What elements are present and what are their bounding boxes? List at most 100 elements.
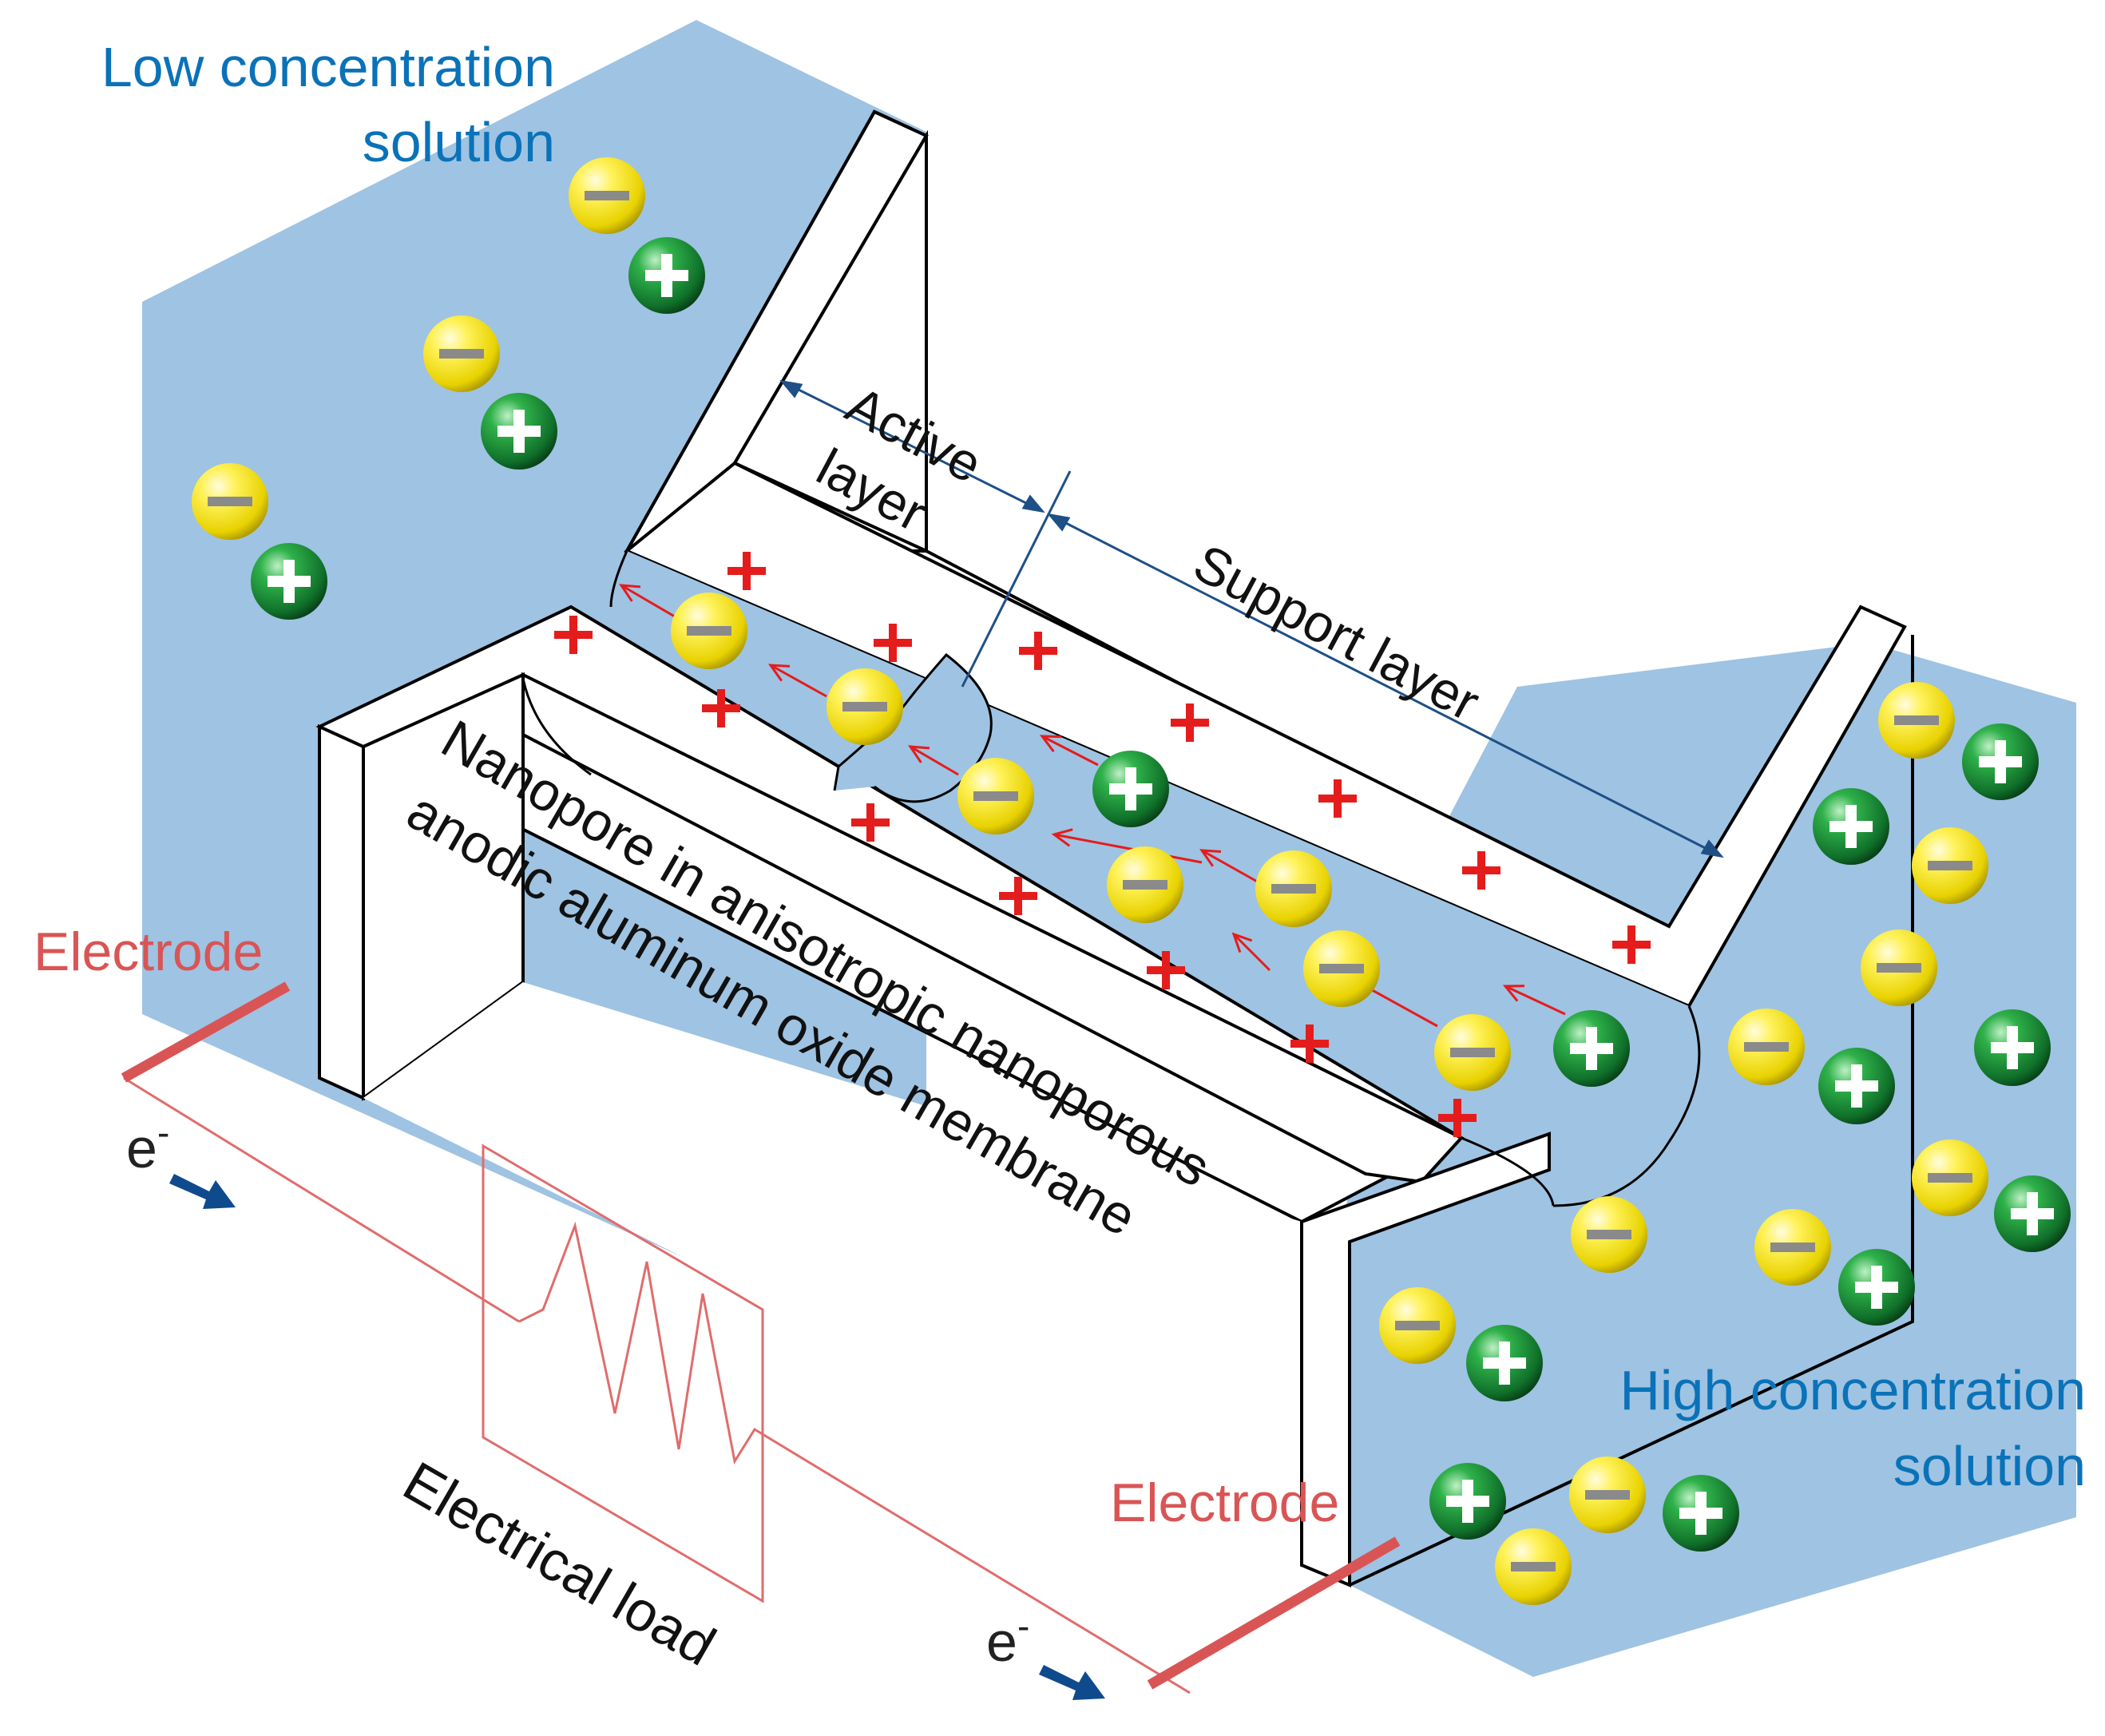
minus-sign bbox=[1894, 715, 1939, 725]
pore-exit-curve-lower bbox=[1461, 1136, 1555, 1207]
flow-arrow-icon bbox=[619, 584, 684, 623]
cation-icon bbox=[251, 543, 327, 620]
ions bbox=[192, 157, 2071, 1605]
electron-arrow-icon bbox=[1039, 1665, 1105, 1700]
cation-icon bbox=[1818, 1048, 1895, 1124]
lower-wall-curve bbox=[521, 678, 592, 776]
anion-icon bbox=[1912, 1139, 1988, 1216]
minus-sign bbox=[1511, 1562, 1556, 1572]
cation-icon bbox=[481, 393, 557, 470]
anion-icon bbox=[192, 463, 268, 540]
surface-charge-icon bbox=[999, 877, 1037, 915]
surface-charge-icon bbox=[1462, 851, 1500, 890]
electrode-left[interactable] bbox=[121, 981, 291, 1083]
surface-charge-icon bbox=[851, 803, 890, 842]
electrical-load-label: Electrical load bbox=[394, 1449, 726, 1677]
cation-icon bbox=[1466, 1325, 1543, 1401]
minus-sign bbox=[1587, 1230, 1631, 1239]
surface-charge-icon bbox=[1147, 951, 1185, 989]
anion-icon bbox=[1495, 1528, 1572, 1605]
electrode-right-label: Electrode bbox=[1110, 1472, 1339, 1533]
minus-sign bbox=[1395, 1321, 1440, 1330]
anion-icon bbox=[1379, 1287, 1456, 1364]
low-solution-label-line2: solution bbox=[363, 111, 555, 173]
anion-icon bbox=[827, 668, 903, 745]
cation-icon bbox=[1994, 1175, 2071, 1252]
cation-icon bbox=[1974, 1009, 2051, 1086]
minus-sign bbox=[439, 349, 484, 359]
cation-icon bbox=[1962, 723, 2039, 800]
cation-icon bbox=[1838, 1249, 1915, 1326]
active-layer-dimension bbox=[779, 379, 1045, 513]
flow-arrow-icon bbox=[1039, 735, 1099, 767]
surface-charge-icon bbox=[874, 624, 912, 662]
support-layer-label: Support layer bbox=[1184, 533, 1489, 732]
minus-sign bbox=[1928, 1173, 1972, 1183]
anion-icon bbox=[1255, 850, 1332, 927]
electron-right-label: e- bbox=[986, 1605, 1029, 1673]
anion-icon bbox=[1754, 1209, 1831, 1286]
anion-icon bbox=[671, 593, 747, 669]
anion-icon bbox=[1303, 930, 1380, 1007]
anion-icon bbox=[1728, 1009, 1805, 1085]
surface-charge-icon bbox=[1290, 1025, 1329, 1063]
minus-sign bbox=[1319, 964, 1364, 973]
surface-charge-icon bbox=[1612, 925, 1651, 964]
anion-icon bbox=[957, 758, 1034, 834]
low-solution-label-line1: Low concentration bbox=[101, 36, 555, 98]
surface-charge-icon bbox=[1019, 632, 1057, 670]
anion-icon bbox=[423, 315, 500, 392]
minus-sign bbox=[1271, 884, 1316, 894]
cation-icon bbox=[1553, 1010, 1630, 1087]
flow-arrow-icon bbox=[767, 664, 827, 698]
flow-arrow-icon bbox=[1051, 828, 1203, 864]
anion-icon bbox=[1107, 846, 1183, 923]
anion-icon bbox=[569, 157, 645, 234]
lower-wall-left-face bbox=[318, 723, 365, 1101]
flow-arrow-icon bbox=[908, 745, 959, 776]
minus-sign bbox=[1744, 1042, 1789, 1052]
surface-charge-icon bbox=[1438, 1099, 1477, 1137]
minus-sign bbox=[842, 702, 887, 711]
cation-icon bbox=[1429, 1463, 1506, 1540]
anion-icon bbox=[1569, 1457, 1646, 1533]
minus-sign bbox=[1928, 861, 1972, 870]
minus-sign bbox=[973, 791, 1018, 801]
minus-sign bbox=[687, 626, 731, 636]
minus-sign bbox=[1585, 1490, 1630, 1500]
external-circuit bbox=[123, 1076, 1191, 1694]
flow-arrow-icon bbox=[1231, 932, 1271, 972]
cation-icon bbox=[628, 237, 705, 314]
minus-sign bbox=[1123, 880, 1167, 890]
anion-icon bbox=[1912, 827, 1988, 904]
minus-sign bbox=[1450, 1048, 1495, 1057]
electrode-left-label: Electrode bbox=[34, 922, 263, 982]
surface-charge-icon bbox=[554, 616, 593, 654]
anion-icon bbox=[1434, 1014, 1511, 1091]
surface-charge-icon bbox=[1171, 704, 1209, 742]
surface-charge-icon bbox=[702, 689, 740, 727]
cation-icon bbox=[1813, 788, 1889, 865]
surface-charge-icon bbox=[1318, 779, 1357, 818]
front-body bbox=[363, 982, 1302, 1565]
surface-charge-icon bbox=[727, 552, 766, 590]
cation-icon bbox=[1092, 751, 1169, 827]
minus-sign bbox=[1877, 963, 1921, 973]
electrode-right[interactable] bbox=[1147, 1536, 1401, 1690]
electron-arrow-icon bbox=[169, 1174, 236, 1209]
anion-icon bbox=[1878, 682, 1955, 759]
minus-sign bbox=[585, 191, 629, 200]
anion-icon bbox=[1861, 929, 1937, 1006]
high-solution-label-line2: solution bbox=[1893, 1435, 2086, 1497]
support-layer-dimension bbox=[1047, 513, 1724, 858]
layer-boundary-line bbox=[961, 470, 1072, 688]
cation-icon bbox=[1663, 1475, 1739, 1552]
minus-sign bbox=[208, 497, 252, 506]
high-solution-label-line1: High concentration bbox=[1619, 1359, 2086, 1421]
anion-icon bbox=[1571, 1196, 1647, 1273]
minus-sign bbox=[1770, 1243, 1815, 1252]
surface-charges bbox=[554, 552, 1651, 1137]
electron-left-label: e- bbox=[126, 1112, 169, 1179]
